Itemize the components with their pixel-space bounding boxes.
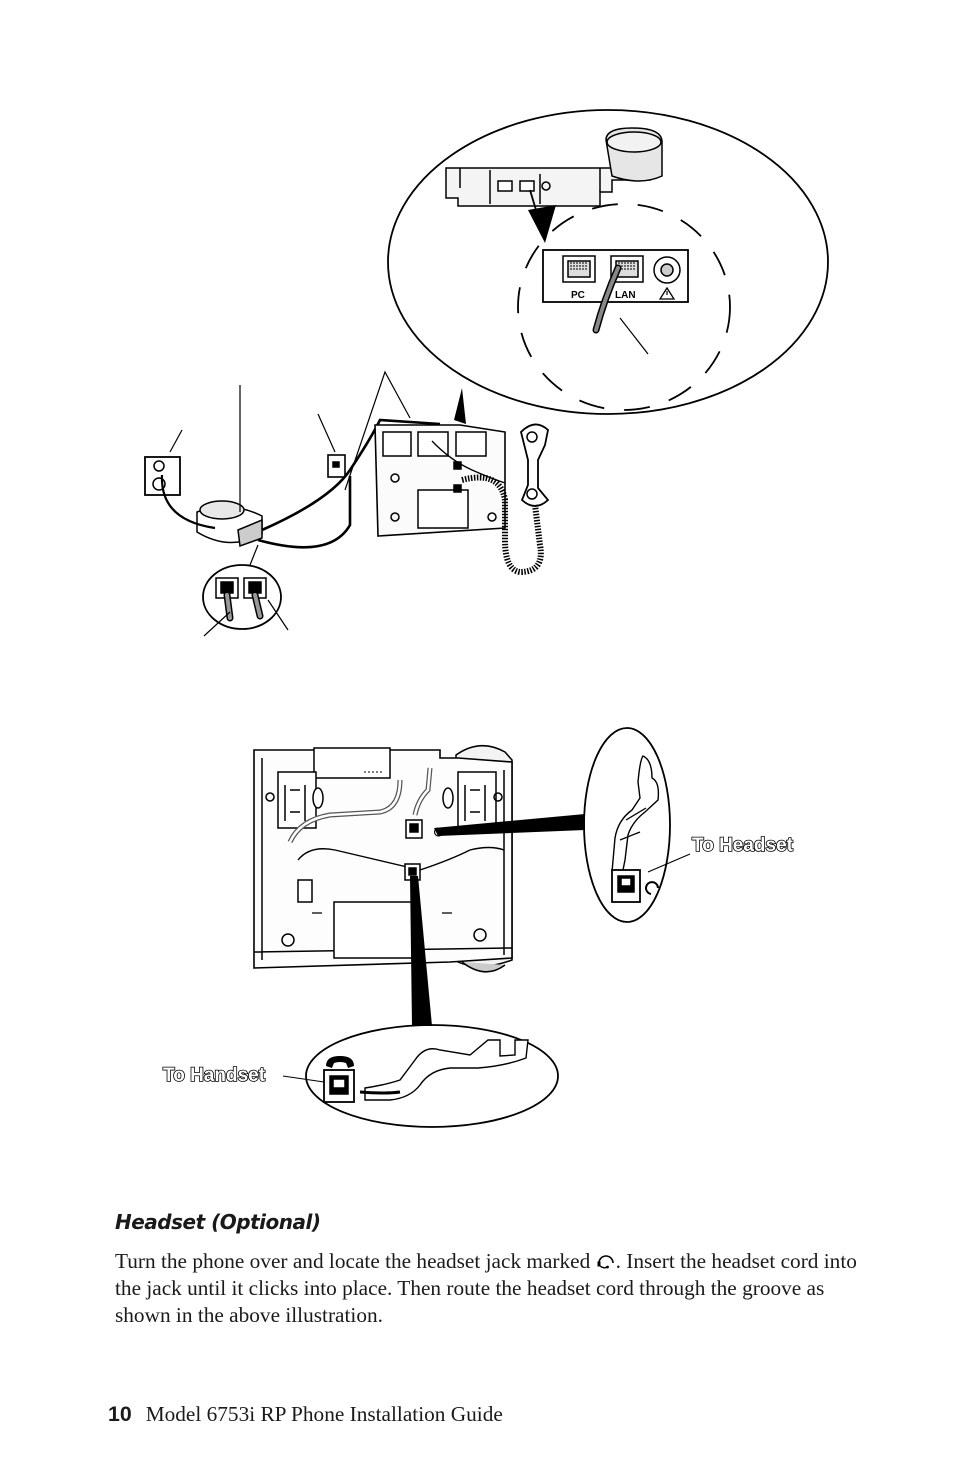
section-heading: Headset (Optional) bbox=[115, 1210, 321, 1234]
headset-jack-zoom bbox=[583, 727, 691, 923]
pc-port-label: PC bbox=[571, 290, 585, 301]
instruction-text-part1: Turn the phone over and locate the heads… bbox=[115, 1249, 596, 1273]
phone-rear-edge bbox=[445, 127, 663, 207]
phone-handset bbox=[520, 423, 550, 507]
power-adapter bbox=[160, 385, 263, 548]
instruction-paragraph: Turn the phone over and locate the heads… bbox=[115, 1248, 860, 1329]
handset-callout-wedge bbox=[410, 876, 432, 1026]
page-number: 10 bbox=[108, 1402, 132, 1426]
instruction-text-part2: . Insert the headset cord into the jack … bbox=[115, 1249, 857, 1327]
headset-icon bbox=[597, 1255, 614, 1269]
power-jack bbox=[653, 256, 681, 284]
headset-callout-wedge bbox=[434, 814, 585, 836]
footer-title: Model 6753i RP Phone Installation Guide bbox=[145, 1402, 503, 1426]
cord-routing-diagram: To Headset To Handset bbox=[162, 727, 794, 1128]
lan-port-label: LAN bbox=[615, 290, 636, 301]
to-handset-label: To Handset bbox=[163, 1065, 266, 1086]
wall-outlet bbox=[144, 429, 183, 496]
port-panel: PC LAN bbox=[542, 249, 689, 355]
page-footer: 10 Model 6753i RP Phone Installation Guid… bbox=[108, 1402, 503, 1427]
to-headset-label: To Headset bbox=[692, 835, 794, 856]
phone-underside bbox=[253, 745, 513, 973]
handset-jack-zoom bbox=[282, 1024, 559, 1128]
installation-illustration: PC LAN bbox=[144, 109, 829, 1128]
network-connection-diagram: PC LAN bbox=[144, 109, 829, 637]
handset-symbol-icon bbox=[326, 1056, 354, 1068]
dashed-zoom-circle bbox=[517, 203, 731, 411]
zoom-ellipse bbox=[387, 109, 829, 415]
warning-icon bbox=[658, 286, 676, 300]
adapter-connector-zoom bbox=[202, 544, 289, 637]
headset-jack-symbol bbox=[645, 881, 659, 895]
wall-jack bbox=[317, 413, 346, 478]
ip-phone-back bbox=[374, 424, 506, 537]
pc-port bbox=[562, 255, 596, 283]
